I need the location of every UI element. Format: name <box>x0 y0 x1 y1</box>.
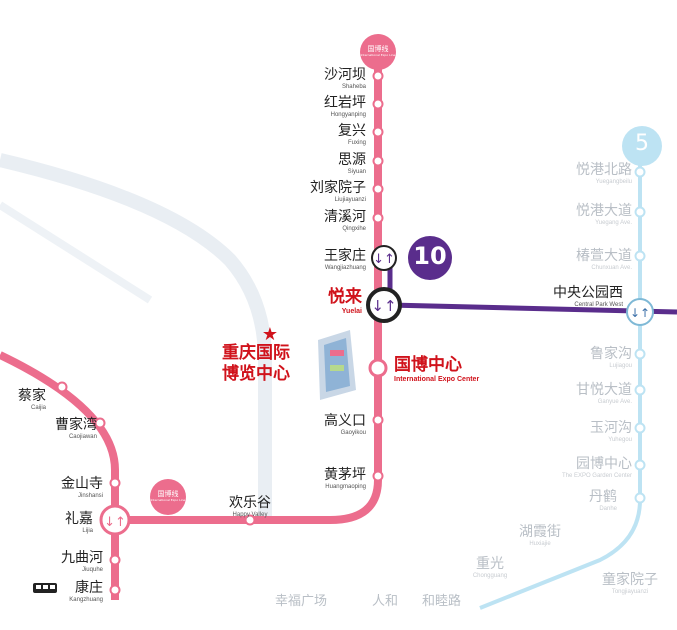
station-dot <box>372 126 384 138</box>
star-icon: ★ <box>262 324 278 345</box>
line10-badge <box>408 236 452 280</box>
station-dot <box>634 348 646 360</box>
station-dot <box>634 250 646 262</box>
transfer-icon-yuelai: ↓↑ <box>366 287 402 323</box>
station-dot <box>634 459 646 471</box>
guobo-badge-top <box>360 34 396 70</box>
bottom-station-label: 幸福广场 <box>275 594 328 609</box>
station-dot <box>372 470 384 482</box>
line5-badge-number: 5 <box>635 131 649 156</box>
line5-station-dots <box>634 166 646 504</box>
station-dot <box>634 492 646 504</box>
transfer-icon-lijia: ↓↑ <box>99 504 131 536</box>
svg-text:↓↑: ↓↑ <box>104 515 126 530</box>
station-dot <box>372 183 384 195</box>
station-dot <box>372 98 384 110</box>
expo-center-station <box>368 358 388 378</box>
transfer-icon-central-park-west: ↓↑ <box>626 298 654 326</box>
line10-badge-number: 10 <box>413 242 447 270</box>
svg-text:↓↑: ↓↑ <box>373 252 395 267</box>
bottom-station-label: 人和 <box>372 594 399 609</box>
station-dot <box>634 206 646 218</box>
station-dot <box>372 212 384 224</box>
landmark-label: 重庆国际 博览中心 <box>222 343 290 384</box>
west-station-dots <box>56 381 121 596</box>
guobo-badge-top-label: 国博线 International Expo Line <box>360 45 396 57</box>
bottom-station-label: 和睦路 <box>422 594 462 609</box>
station-dot <box>109 584 121 596</box>
guobo-badge-bottom <box>150 479 186 515</box>
line5-badge <box>622 126 662 166</box>
station-dot <box>94 417 106 429</box>
station-dot <box>56 381 68 393</box>
station-dot <box>372 414 384 426</box>
station-dot <box>634 422 646 434</box>
station-dot <box>109 477 121 489</box>
svg-text:↓↑: ↓↑ <box>371 297 396 315</box>
station-dot <box>372 155 384 167</box>
background-line-grey <box>0 153 272 520</box>
main-station-dots <box>244 70 384 526</box>
bus-icon <box>33 583 57 593</box>
station-dot <box>109 554 121 566</box>
guobo-line-west-track <box>0 351 119 600</box>
expo-building-image <box>318 330 356 400</box>
station-dot <box>244 514 256 526</box>
guobo-badge-bottom-label: 国博线 International Expo Line <box>150 490 186 502</box>
svg-text:↓↑: ↓↑ <box>630 306 650 320</box>
background-line-grey-2 <box>0 201 153 304</box>
station-dot <box>372 70 384 82</box>
station-dot <box>634 384 646 396</box>
transfer-icon-wangjiazhuang: ↓↑ <box>371 245 397 271</box>
station-dot <box>634 166 646 178</box>
